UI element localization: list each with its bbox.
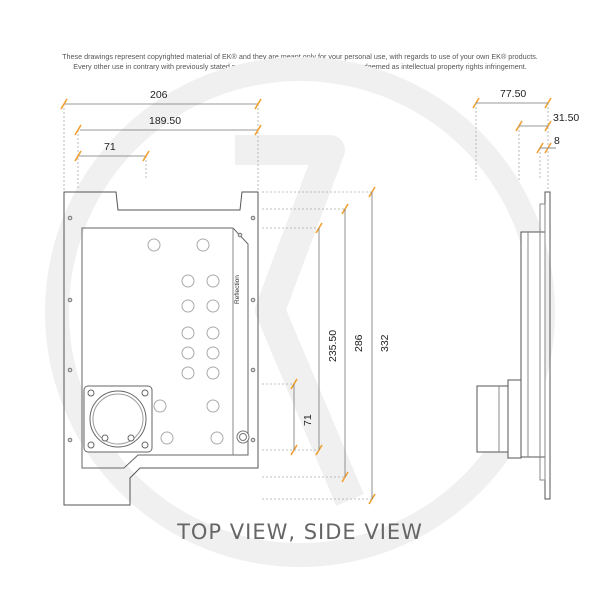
dim-depth-small: 8	[554, 135, 560, 147]
pump-housing	[83, 385, 153, 453]
reflection-label: Reflection	[234, 275, 241, 304]
dim-width-inner: 189.50	[149, 115, 181, 127]
board-outline	[63, 191, 259, 506]
fittings	[147, 238, 224, 445]
side-view-dims	[475, 102, 556, 190]
dim-depth-mid: 31.50	[553, 112, 579, 124]
dim-height-inner: 235.50	[327, 330, 339, 362]
dim-height-total: 332	[379, 334, 391, 352]
disclaimer-line-1: These drawings represent copyrighted mat…	[62, 52, 538, 61]
dim-height-mid: 286	[353, 334, 365, 352]
dim-height-small: 71	[302, 414, 314, 426]
top-view	[63, 191, 259, 506]
side-block	[520, 231, 546, 458]
top-view-width-dims	[63, 103, 259, 190]
dim-width-offset: 71	[104, 141, 116, 153]
frame-holes	[67, 215, 256, 443]
side-view	[476, 191, 551, 500]
dim-width-total: 206	[150, 89, 168, 101]
inner-panel	[81, 227, 249, 469]
top-view-height-dims	[262, 191, 373, 500]
page-caption: TOP VIEW, SIDE VIEW	[177, 520, 423, 544]
dim-depth-total: 77.50	[500, 88, 526, 100]
ek-badge-icon	[236, 430, 250, 444]
